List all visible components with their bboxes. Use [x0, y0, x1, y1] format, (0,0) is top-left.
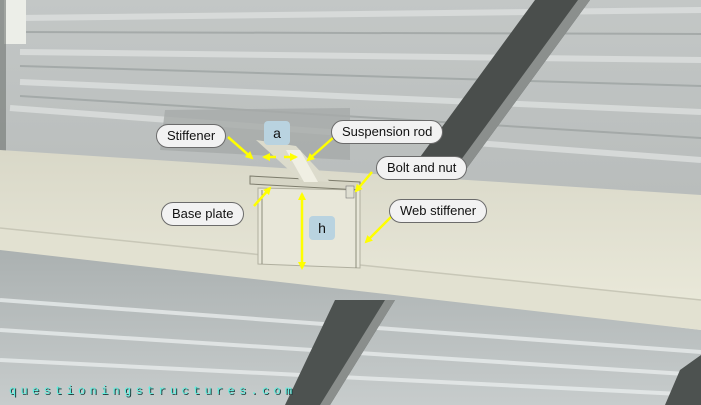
watermark-text: questioningstructures.com [9, 384, 297, 398]
label-base-plate: Base plate [161, 202, 245, 226]
label-stiffener: Stiffener [156, 124, 227, 148]
suspension-rod-arrow [306, 136, 335, 162]
label-web-stiffener: Web stiffener [389, 199, 488, 223]
dimension-h-label: h [309, 216, 335, 240]
web-stiffener-arrow [364, 215, 393, 244]
dimension-a-label: a [264, 121, 290, 145]
stiffener-arrow [227, 136, 254, 160]
label-suspension-rod: Suspension rod [331, 120, 444, 144]
base-plate-arrow [253, 186, 272, 207]
bolt-nut-arrow [354, 171, 373, 193]
label-bolt-and-nut: Bolt and nut [376, 156, 468, 180]
